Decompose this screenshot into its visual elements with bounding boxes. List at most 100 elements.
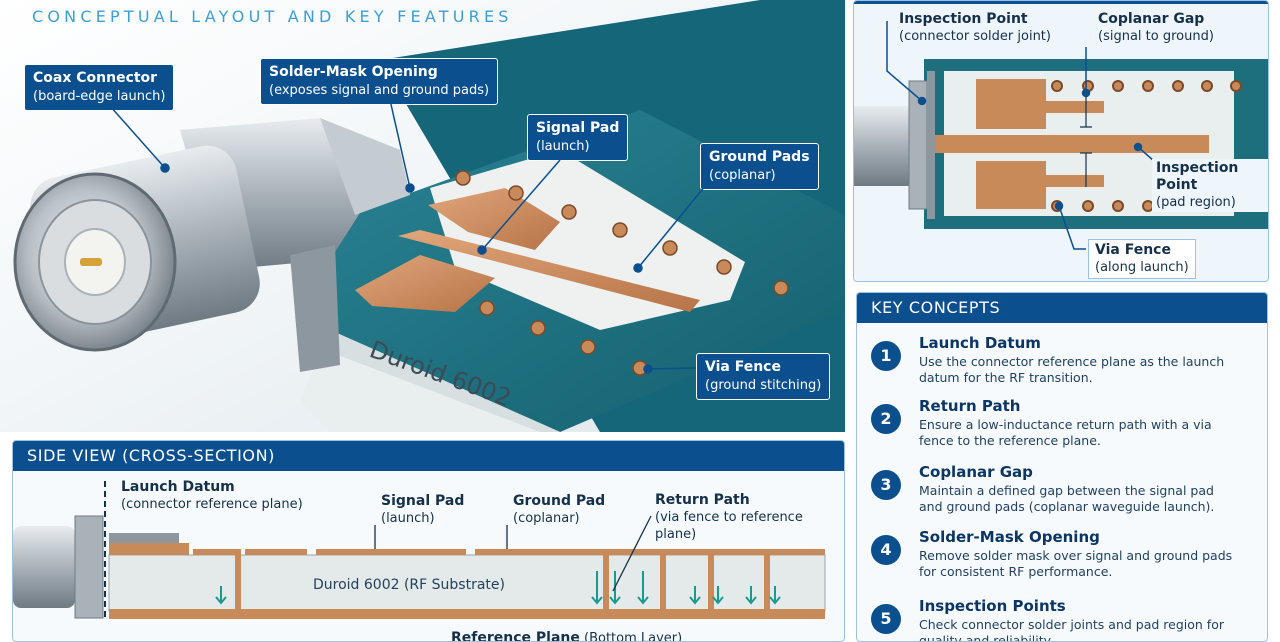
callout-signal-pad-detail: (launch)	[536, 139, 590, 154]
callout-ground-pads: Ground Pads (coplanar)	[700, 143, 819, 190]
side-connector	[13, 515, 189, 619]
leader-coax	[109, 105, 166, 169]
hero-signal-trace	[398, 230, 700, 312]
side-label-ground-pad: Ground Pad (coplanar)	[513, 493, 605, 527]
side-label-return-path-detail: (via fence to reference plane)	[655, 510, 803, 542]
leader-side-return	[612, 515, 652, 592]
side-substrate-label: Duroid 6002 (RF Substrate)	[313, 577, 505, 593]
leader-dot	[643, 364, 653, 374]
callout-via-fence-detail: (ground stitching)	[705, 378, 822, 393]
side-label-launch-datum: Launch Datum (connector reference plane)	[121, 479, 303, 513]
side-pad	[245, 549, 307, 555]
leader-joint	[886, 21, 923, 102]
top-view-ground-pad-bottom	[976, 161, 1104, 209]
side-label-signal-pad: Signal Pad (launch)	[381, 493, 464, 527]
hero-leader-lines	[109, 99, 711, 374]
via	[479, 300, 495, 316]
side-label-signal-pad-detail: (launch)	[381, 511, 435, 526]
concept-number: 4	[871, 535, 901, 565]
leader-via-fence	[647, 367, 697, 370]
top-view-header-bar	[854, 1, 1268, 4]
side-view-panel: SIDE VIEW (CROSS-SECTION)	[12, 440, 845, 642]
callout-solder-mask-opening: Solder-Mask Opening (exposes signal and …	[260, 58, 499, 105]
side-signal-pad	[316, 549, 466, 555]
side-label-return-path: Return Path (via fence to reference plan…	[655, 492, 844, 543]
side-label-ground-pad-title: Ground Pad	[513, 493, 606, 509]
leader-signal-pad	[481, 159, 561, 251]
callout-via-fence: Via Fence (ground stitching)	[696, 353, 831, 400]
callout-signal-pad-title: Signal Pad	[536, 120, 620, 136]
side-label-signal-pad-title: Signal Pad	[381, 493, 465, 509]
side-label-return-path-title: Return Path	[655, 492, 750, 508]
leader-dot	[160, 163, 170, 173]
callout-via-fence-title: Via Fence	[705, 359, 781, 375]
side-vias	[235, 555, 770, 611]
callout-solder-mask-title: Solder-Mask Opening	[269, 64, 438, 80]
label-via-fence-detail: (along launch)	[1095, 260, 1189, 275]
label-via-fence: Via Fence (along launch)	[1088, 239, 1196, 279]
side-label-reference-plane: Reference Plane (Bottom Layer)	[451, 630, 683, 642]
label-inspection-joint: Inspection Point (connector solder joint…	[899, 11, 1051, 45]
label-via-fence-title: Via Fence	[1095, 242, 1171, 258]
label-inspection-joint-title: Inspection Point	[899, 11, 1028, 27]
hero-ground-pad-bottom	[355, 255, 495, 312]
concept-title: Coplanar Gap	[919, 463, 1033, 481]
via	[773, 280, 789, 296]
callout-solder-mask-detail: (exposes signal and ground pads)	[269, 83, 490, 98]
side-label-ground-pad-detail: (coplanar)	[513, 511, 580, 526]
label-inspection-joint-detail: (connector solder joint)	[899, 29, 1051, 44]
side-ground-pad	[475, 549, 825, 555]
top-view-panel: Inspection Point (connector solder joint…	[853, 0, 1269, 282]
concept-title: Return Path	[919, 397, 1021, 415]
concept-number: 3	[871, 470, 901, 500]
top-view-connector	[854, 71, 975, 219]
key-concepts-heading: KEY CONCEPTS	[857, 293, 1267, 323]
label-inspection-pad-detail: (pad region)	[1156, 195, 1236, 210]
via	[561, 204, 577, 220]
top-view-ground-pad-top	[976, 79, 1104, 129]
callout-signal-pad: Signal Pad (launch)	[527, 114, 629, 161]
via	[612, 222, 628, 238]
concept-description: Remove solder mask over signal and groun…	[919, 548, 1233, 579]
leader-via	[1058, 205, 1086, 250]
key-concepts-list: 1 Launch Datum Use the connector referen…	[871, 333, 1261, 641]
hero-ground-pad-top	[428, 188, 560, 250]
label-coplanar-gap-title: Coplanar Gap	[1098, 11, 1205, 27]
label-coplanar-gap: Coplanar Gap (signal to ground)	[1098, 11, 1214, 45]
side-label-launch-datum-title: Launch Datum	[121, 479, 235, 495]
page-subtitle: CONCEPTUAL LAYOUT AND KEY FEATURES	[32, 7, 513, 26]
hero-illustration: Duroid 6002	[0, 0, 845, 432]
concept-item: 2 Return Path Ensure a low-inductance re…	[871, 396, 1261, 456]
side-view-svg: Duroid 6002 (RF Substrate)	[13, 481, 826, 621]
concept-number: 5	[871, 604, 901, 634]
leader-dot	[405, 183, 415, 193]
concept-item: 3 Coplanar Gap Maintain a defined gap be…	[871, 462, 1261, 522]
leader-dot	[477, 245, 487, 255]
label-inspection-pad-title: Inspection Point	[1156, 160, 1239, 193]
side-label-launch-datum-detail: (connector reference plane)	[121, 497, 303, 512]
concept-number: 1	[871, 341, 901, 371]
concept-item: 1 Launch Datum Use the connector referen…	[871, 333, 1261, 393]
concept-title: Inspection Points	[919, 597, 1066, 615]
side-pad	[193, 549, 241, 555]
leader-ground-pads	[637, 179, 711, 269]
hero-coax-connector	[13, 118, 410, 372]
via	[662, 240, 678, 256]
top-view-signal-trace	[954, 135, 1209, 153]
callout-coax-title: Coax Connector	[33, 70, 158, 86]
concept-item: 4 Solder-Mask Opening Remove solder mask…	[871, 527, 1261, 587]
side-label-reference-plane-detail: (Bottom Layer)	[584, 631, 683, 642]
concept-description: Use the connector reference plane as the…	[919, 354, 1225, 385]
label-inspection-pad: Inspection Point (pad region)	[1152, 159, 1268, 212]
side-label-reference-plane-title: Reference Plane	[451, 630, 580, 642]
callout-ground-pads-detail: (coplanar)	[709, 168, 776, 183]
concept-title: Solder-Mask Opening	[919, 528, 1100, 546]
via	[508, 185, 524, 201]
via	[580, 339, 596, 355]
leader-solder-mask	[389, 99, 411, 189]
concept-item: 5 Inspection Points Check connector sold…	[871, 596, 1261, 641]
via	[530, 320, 546, 336]
via	[455, 170, 471, 186]
key-concepts-panel: KEY CONCEPTS 1 Launch Datum Use the conn…	[856, 292, 1268, 642]
concept-title: Launch Datum	[919, 334, 1041, 352]
